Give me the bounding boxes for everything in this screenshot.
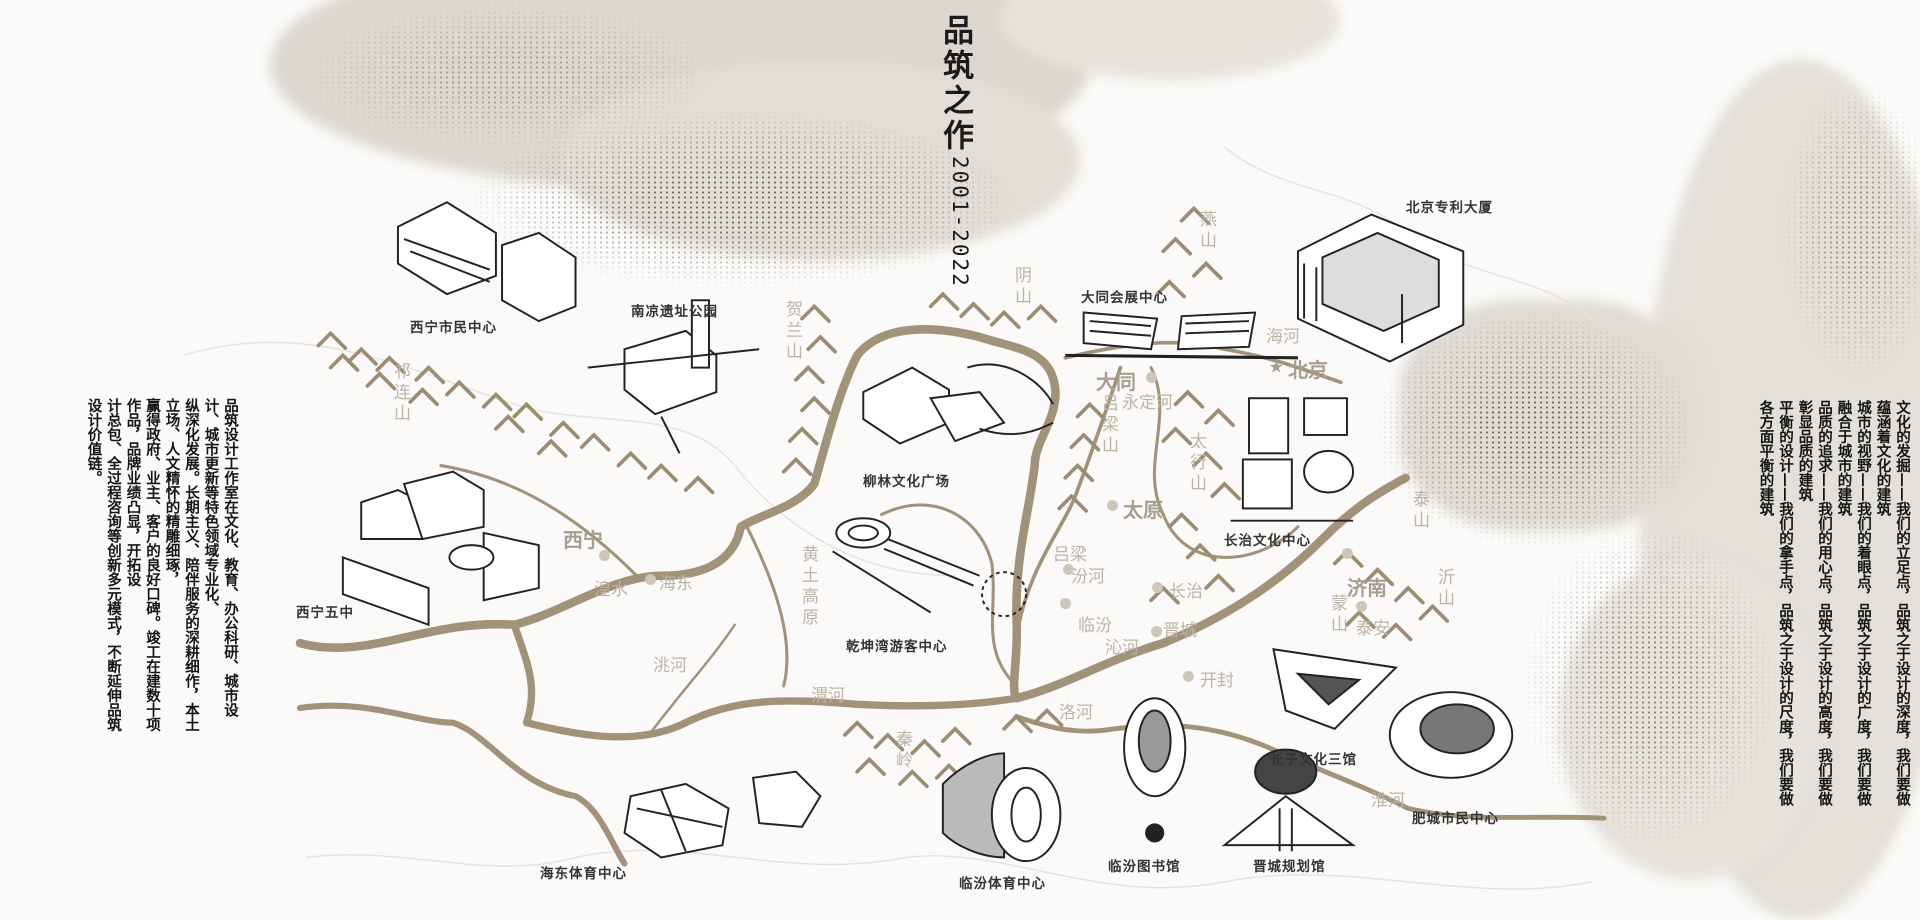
river-label: 海河	[1266, 327, 1300, 347]
mountain-label: 秦岭	[892, 730, 912, 772]
sketch-jincheng-planning	[1221, 748, 1357, 852]
city-dot	[1356, 601, 1367, 612]
city-dot	[1151, 626, 1162, 637]
philosophy-line: 平衡的设计——我们的拿手点，品筑之于设计的尺度，我们要做各方面平衡的建筑	[1757, 400, 1795, 806]
sketch-nanliang-park	[587, 299, 760, 454]
yellow-river	[295, 325, 1410, 703]
sketch-linfen-library	[1123, 697, 1187, 843]
project-label[interactable]: 西宁五中	[296, 605, 354, 621]
sketch-zhangzi-culture	[1272, 648, 1398, 730]
mountain-label: 蒙山	[1327, 594, 1347, 636]
city-label: 太原	[1123, 498, 1163, 522]
beijing-star: ★	[1269, 358, 1284, 378]
project-label[interactable]: 长子文化三馆	[1270, 752, 1357, 768]
river-label: 淮河	[1371, 791, 1405, 811]
sketch-xining-no5-school	[341, 470, 540, 627]
rivers	[295, 325, 1607, 867]
city-dot	[1183, 671, 1194, 682]
project-label[interactable]: 北京专利大厦	[1406, 200, 1493, 216]
mountain-label: 黄土高原	[798, 545, 818, 629]
philosophy-line: 文化的发掘——我们的立足点，品筑之于设计的深度，我们要做蕴涵着文化的建筑	[1874, 400, 1912, 806]
project-label[interactable]: 乾坤湾游客中心	[846, 639, 948, 655]
sketch-xining-civic-center	[396, 201, 577, 323]
river-lower	[510, 621, 1020, 741]
philosophy-line: 品质的追求——我们的用心点，品筑之于设计的高度，我们要做彰显品质的建筑	[1796, 400, 1834, 806]
intro-line: 赢得政府、业主、客户的良好口碑。竣工在建数十项作品，品牌业绩凸显，开拓设	[124, 398, 162, 732]
city-dot	[1060, 598, 1071, 609]
city-dot	[645, 574, 656, 585]
sketch-liulin-square	[862, 363, 1054, 445]
sketch-datong-expo	[1065, 311, 1298, 360]
project-label[interactable]: 西宁市民中心	[410, 320, 497, 336]
mountain-label: 泰山	[1409, 490, 1429, 532]
river-haihe	[1063, 340, 1343, 385]
intro-line: 计总包、全过程咨询等创新多元模式，不断延伸品筑设计价值链。	[85, 398, 123, 732]
philosophy-text: 文化的发掘——我们的立足点，品筑之于设计的深度，我们要做蕴涵着文化的建筑 城市的…	[1756, 400, 1912, 820]
city-dot	[1342, 548, 1353, 559]
project-label[interactable]: 长治文化中心	[1224, 533, 1311, 549]
project-label[interactable]: 临汾体育中心	[959, 876, 1046, 892]
sketch-linfen-sports	[941, 752, 1062, 863]
sketch-feicheng-civic	[1388, 691, 1514, 779]
building-sketches	[341, 201, 1514, 863]
river-label: 湟水	[594, 580, 628, 600]
mountain-label: 阴山	[1011, 266, 1031, 308]
svg-text:★: ★	[1269, 358, 1284, 378]
city-label: 吕梁	[1053, 545, 1087, 565]
river-southwest	[296, 702, 628, 867]
sketch-qiankunwan	[832, 517, 1028, 618]
city-label: 晋城	[1163, 621, 1197, 641]
river-label: 渭河	[811, 686, 845, 706]
river-label: 沁河	[1105, 638, 1139, 658]
city-dot	[599, 550, 610, 561]
intro-line: 纵深化发展。长期主义、陪伴服务的深耕细作，本土立场、人文精怀的精雕细琢，	[163, 398, 201, 732]
sketch-changzhi-culture	[1230, 397, 1355, 522]
mountain-label: 燕山	[1196, 210, 1216, 252]
intro-line: 品筑设计工作室在文化、教育、办公科研、城市设计、城市更新等特色领域专业化、	[202, 398, 240, 717]
year-range: 2001-2022	[948, 156, 972, 288]
city-dot	[1107, 500, 1118, 511]
intro-text: 品筑设计工作室在文化、教育、办公科研、城市设计、城市更新等特色领域专业化、 纵深…	[84, 398, 240, 738]
sketch-haidong-sports	[623, 770, 822, 859]
mountain-label: 祁连山	[390, 362, 410, 425]
mountain-label: 沂山	[1434, 568, 1454, 610]
project-label[interactable]: 柳林文化广场	[863, 474, 950, 490]
city-label-capital: 北京	[1288, 358, 1328, 382]
mountain-label: 太行山	[1186, 432, 1206, 495]
project-label[interactable]: 海东体育中心	[540, 866, 627, 882]
city-label: 长治	[1169, 582, 1203, 602]
city-label: 大同	[1096, 370, 1136, 394]
city-label: 西宁	[563, 528, 603, 552]
river-label: 永定河	[1122, 393, 1173, 413]
city-dot	[1146, 372, 1157, 383]
mountain-label: 吕梁山	[1098, 394, 1118, 457]
philosophy-line: 城市的视野——我们的着眼点，品筑之于设计的广度，我们要做融合于城市的建筑	[1835, 400, 1873, 806]
project-label[interactable]: 南凉遗址公园	[631, 304, 718, 320]
city-label: 济南	[1347, 576, 1387, 600]
project-label[interactable]: 肥城市民中心	[1412, 811, 1499, 827]
project-label[interactable]: 晋城规划馆	[1253, 859, 1326, 875]
project-label[interactable]: 临汾图书馆	[1108, 859, 1181, 875]
river-label: 洮河	[653, 656, 687, 676]
river-fen	[1014, 365, 1123, 639]
project-label[interactable]: 大同会展中心	[1081, 290, 1168, 306]
river-label: 汾河	[1071, 567, 1105, 587]
city-dot	[1063, 564, 1074, 575]
city-label: 临汾	[1078, 616, 1112, 636]
city-dot	[1152, 582, 1163, 593]
city-label: 开封	[1200, 671, 1234, 691]
page-title: 品筑之作	[937, 14, 973, 154]
river-label: 洛河	[1059, 703, 1093, 723]
city-label: 海东	[659, 574, 693, 594]
sketch-beijing-patent	[1296, 213, 1465, 363]
mountain-label: 贺兰山	[782, 300, 802, 363]
city-label: 泰安	[1356, 619, 1390, 639]
